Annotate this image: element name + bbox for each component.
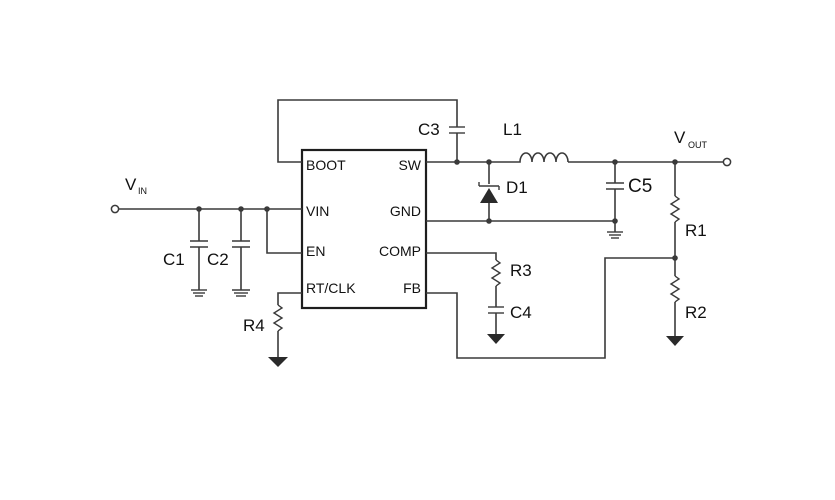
resistor-r3 [490,259,502,287]
c5-label: C5 [628,176,652,197]
inductor-l1 [518,152,569,163]
d1-label: D1 [506,178,528,197]
r3-label: R3 [510,261,532,280]
c4-label: C4 [510,303,532,322]
pin-fb-label: FB [403,280,421,296]
l1-label: L1 [503,120,522,139]
r2-label: R2 [685,303,707,322]
r1-label: R1 [685,221,707,240]
pin-boot-label: BOOT [306,157,346,173]
c1-label: C1 [163,250,185,269]
r4-label: R4 [243,316,265,335]
vout-terminal [722,157,732,167]
junction-sw-c3 [454,159,460,165]
ground-r4 [268,357,288,367]
boot-wire [277,99,458,163]
ground-r2 [666,336,684,346]
pin-en-label: EN [306,243,325,259]
vin-terminal [110,204,120,214]
vin-label-sub: IN [138,186,147,196]
pin-gnd-label: GND [390,203,421,219]
vin-label: V [125,175,137,194]
vout-label-sub: OUT [688,140,708,150]
ground-c4 [487,334,505,344]
junction-gnd-d1 [486,218,492,224]
ic-body [300,148,428,310]
vout-label: V [674,128,686,147]
d1-diode-triangle [480,188,498,203]
pin-comp-label: COMP [379,243,421,259]
resistor-r4 [272,304,284,332]
pin-vin-label: VIN [306,203,329,219]
c2-label: C2 [207,250,229,269]
comp-wire [426,252,497,260]
resistor-r1 [669,195,681,223]
rtclk-wire [277,292,302,305]
c3-label: C3 [418,120,440,139]
pin-sw-label: SW [398,157,421,173]
resistor-r2 [669,275,681,303]
pin-rtclk-label: RT/CLK [306,280,356,296]
fb-wire [426,257,675,359]
en-wire [266,209,302,254]
